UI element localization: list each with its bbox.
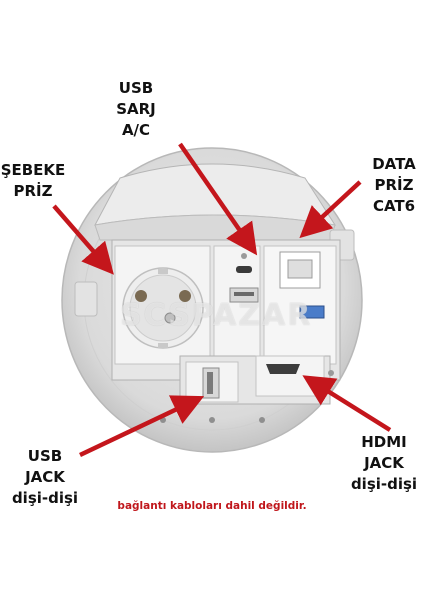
socket-screw	[164, 312, 176, 324]
mount-screw-right	[259, 417, 265, 423]
hdmi-port	[266, 364, 300, 374]
arrow-data	[299, 180, 362, 239]
label-usb-sarj-line2: SARJ	[116, 100, 156, 118]
arrow-hdmi-jack	[302, 375, 392, 432]
label-data-line3: CAT6	[372, 197, 416, 215]
mount-screw-middle	[209, 417, 215, 423]
label-usb-sarj-line3: A/C	[121, 121, 151, 139]
cat6-port-inner	[287, 259, 313, 279]
arrow-usb-jack	[79, 395, 205, 458]
hdmi-screw	[328, 370, 334, 376]
arrow-sebeke	[52, 204, 114, 275]
earth-clip-top	[158, 269, 168, 274]
left-clip	[74, 281, 98, 317]
plate-screw	[241, 253, 247, 259]
watermark: SCSPAZAR	[120, 298, 313, 333]
label-sebeke-priz: ŞEBEKE PRİZ	[0, 160, 66, 202]
label-hdmi-jack-line1: HDMI	[361, 433, 407, 451]
label-usb-jack-line3: dişi-dişi	[11, 489, 79, 507]
blue-indicator	[299, 305, 325, 319]
arrow-usb-sarj	[178, 142, 258, 256]
usb-c-port	[236, 266, 252, 273]
label-hdmi-jack-line3: dişi-dişi	[350, 475, 418, 493]
label-usb-jack: USB JACK dişi-dişi	[2, 446, 88, 509]
label-data-line2: PRİZ	[374, 176, 414, 194]
label-sebeke-line2: PRİZ	[13, 182, 53, 200]
earth-clip-bottom	[158, 343, 168, 348]
schuko-recess	[129, 274, 197, 342]
hdmi-jack-plate	[255, 355, 325, 397]
label-usb-sarj: USB SARJ A/C	[112, 78, 160, 141]
label-usb-jack-line2: JACK	[25, 468, 65, 486]
label-hdmi-jack-line2: JACK	[364, 454, 404, 472]
usb-a-tongue	[234, 292, 254, 296]
label-usb-sarj-line1: USB	[118, 79, 154, 97]
socket-pin-left	[135, 290, 147, 302]
label-hdmi-jack: HDMI JACK dişi-dişi	[346, 432, 422, 495]
label-data-priz: DATA PRİZ CAT6	[366, 154, 422, 217]
label-usb-jack-line1: USB	[27, 447, 63, 465]
usb-charger-plate	[213, 245, 261, 365]
label-data-line1: DATA	[372, 155, 416, 173]
socket-pin-right	[179, 290, 191, 302]
label-sebeke-line1: ŞEBEKE	[0, 161, 66, 179]
usb-jack-tongue	[207, 372, 213, 394]
cables-not-included-note: bağlantı kabloları dahil değildir.	[117, 500, 307, 512]
